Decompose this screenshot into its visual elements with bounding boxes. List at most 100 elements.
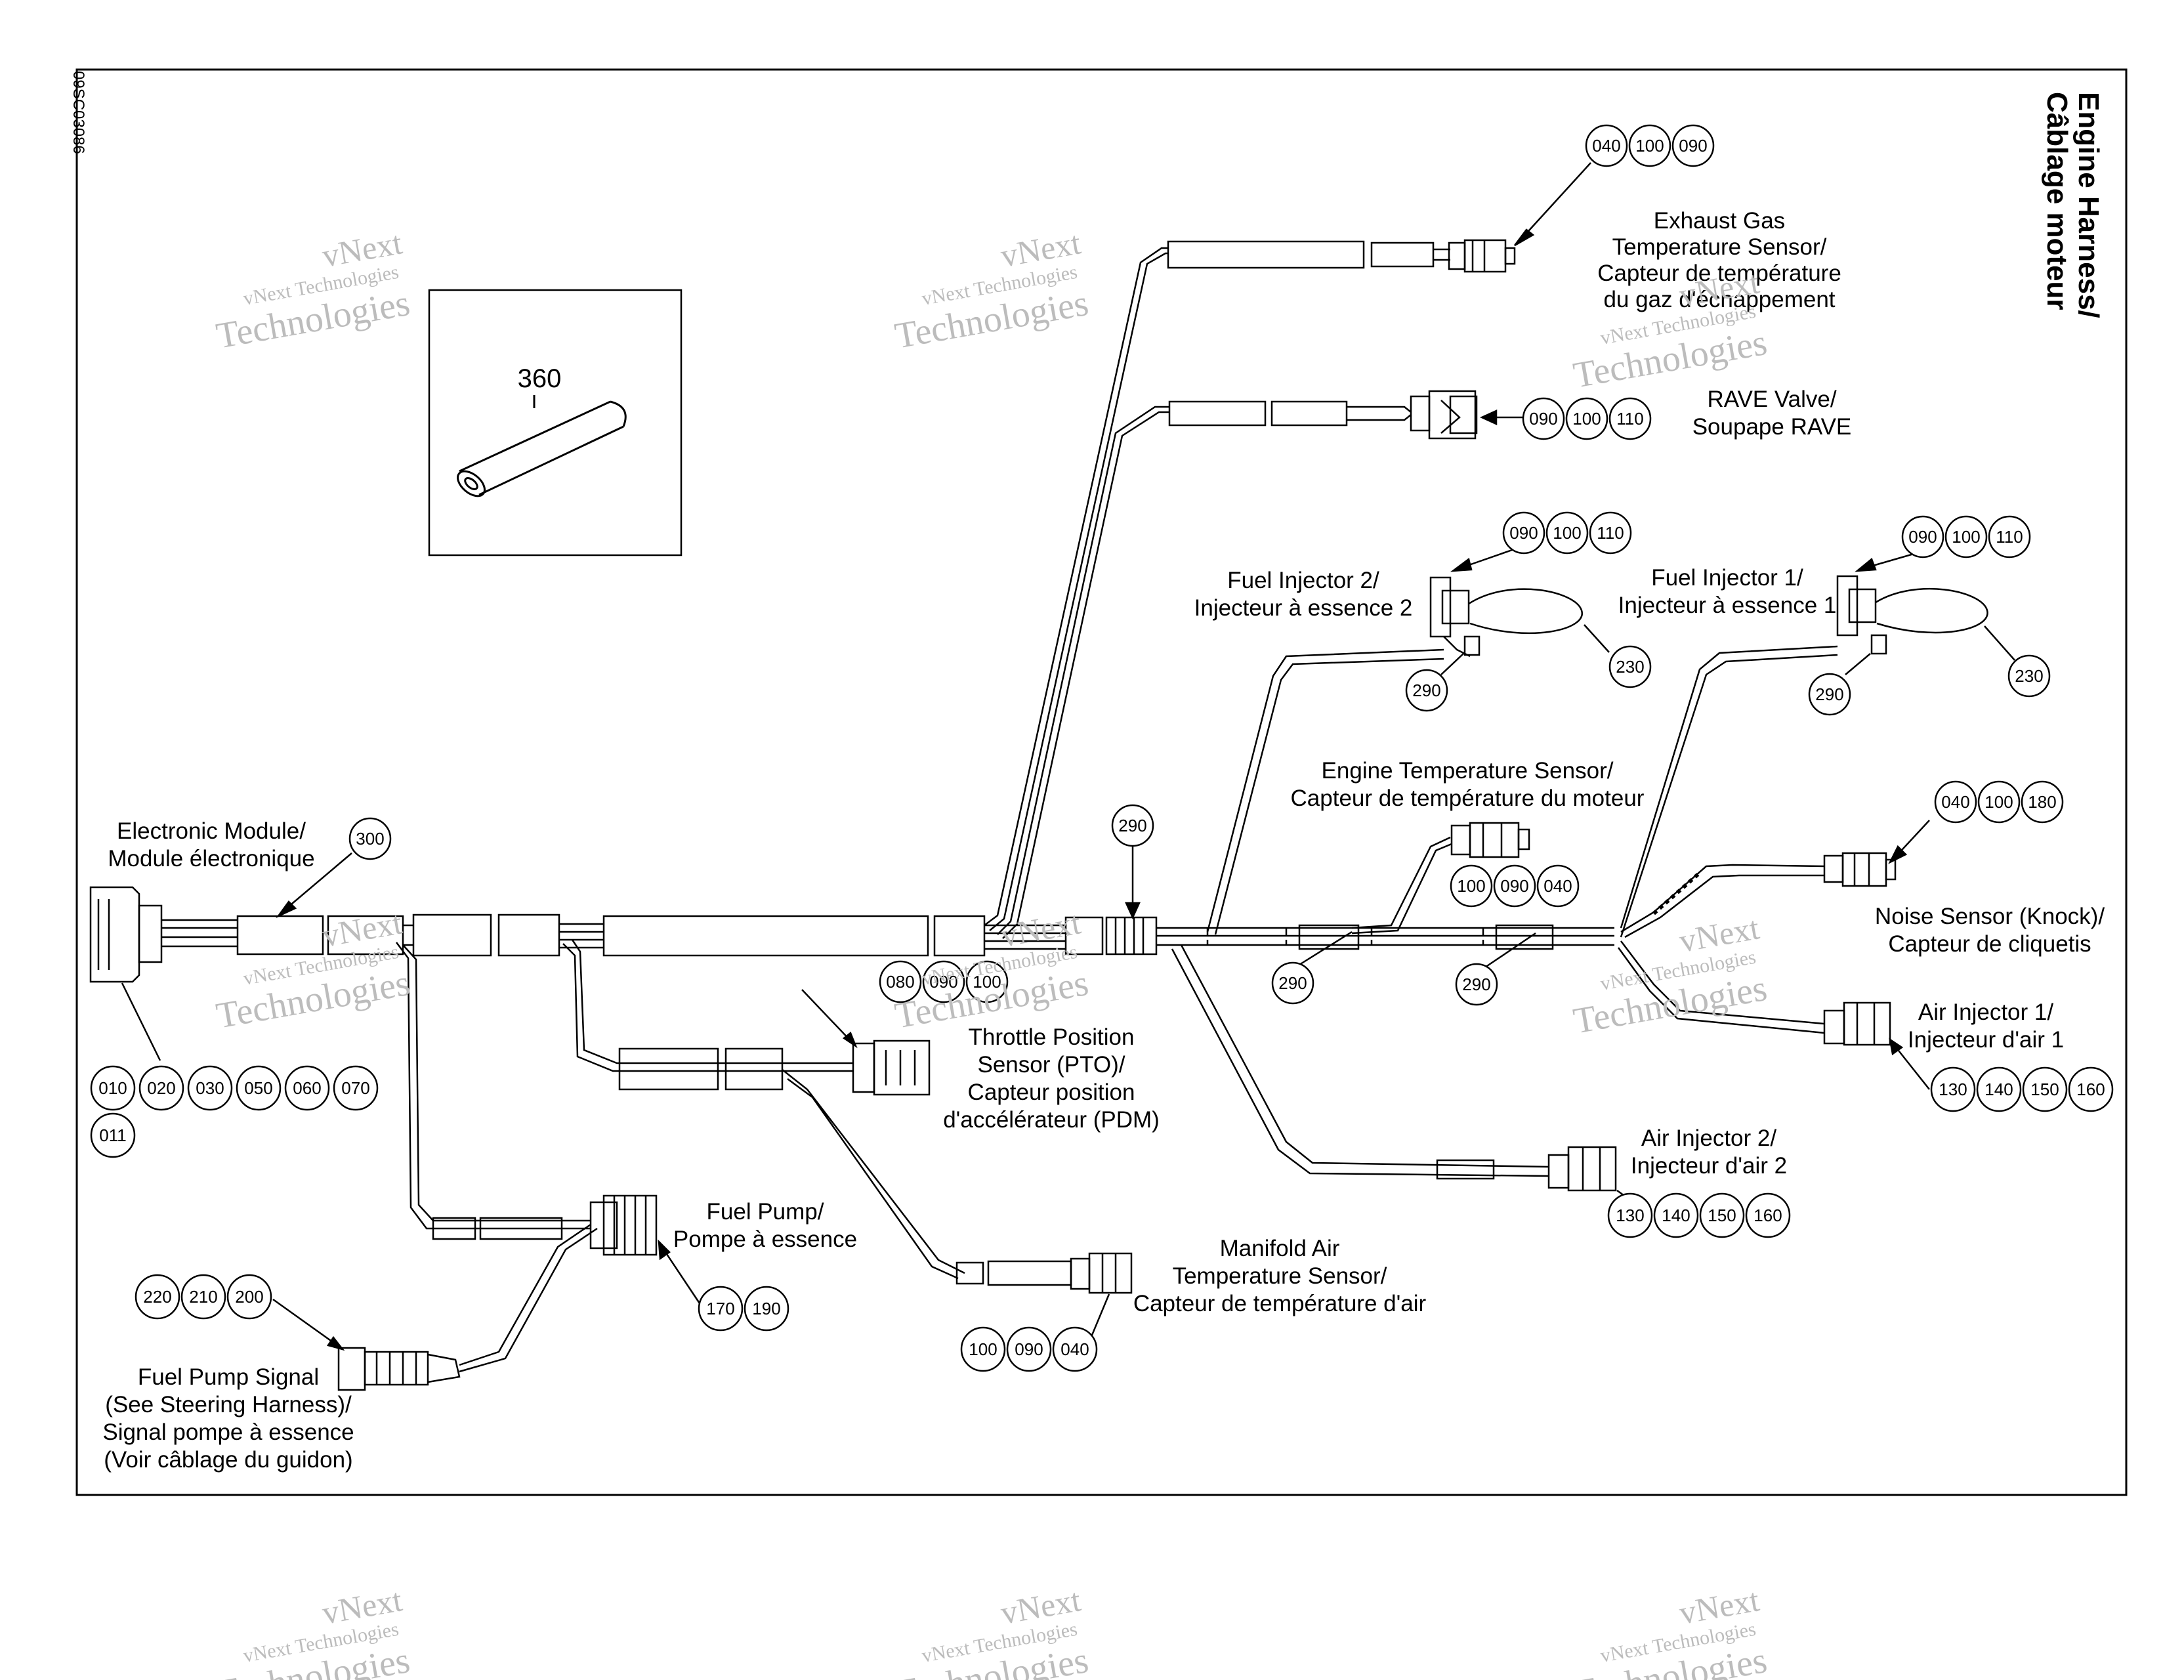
label-fuel-injector-2: Fuel Injector 2/Injecteur à essence 2: [1194, 568, 1413, 621]
callout-bubble: [1976, 1066, 2022, 1112]
sleeve: [724, 1047, 784, 1091]
diagram-title: Engine Harness/ Câblage moteur: [2041, 92, 2105, 318]
callout-hose-inj2: 230: [1608, 645, 1652, 688]
throttle-sensor-connector: [852, 1040, 931, 1096]
label-line: Temperature Sensor/: [1173, 1263, 1387, 1289]
sleeve: [933, 915, 986, 957]
callout-code: 090: [1908, 527, 1937, 547]
callout-code: 290: [1462, 975, 1490, 994]
callout-bubble: [138, 1065, 184, 1111]
label-line: Air Injector 2/: [1641, 1125, 1776, 1151]
manifold-air-connector: [1070, 1252, 1133, 1294]
figure-id: 09SC03086: [70, 71, 87, 154]
callout-bubble: [90, 1112, 136, 1158]
callout-module-clip: 300: [348, 817, 392, 860]
fuel-injector-1-connector: [1836, 575, 1988, 655]
callout-bubble: [180, 1274, 226, 1320]
callout-code: 040: [1941, 792, 1969, 812]
label-electronic-module: Electronic Module/Module électronique: [108, 818, 314, 872]
callout-code: 060: [293, 1078, 321, 1098]
engine-temp-connector: [1450, 822, 1530, 858]
label-noise-sensor: Noise Sensor (Knock)/Capteur de cliqueti…: [1875, 904, 2105, 957]
sleeve: [1167, 240, 1365, 269]
callout-code: 100: [1952, 527, 1980, 547]
callout-bubble: [1545, 511, 1589, 555]
callout-bubble: [333, 1065, 379, 1111]
callout-bubble: [1699, 1192, 1745, 1238]
callout-clip-lower-a: 290: [1271, 961, 1314, 1005]
electronic-module-connector: [89, 886, 163, 983]
callout-code: 150: [2030, 1080, 2059, 1099]
callout-code: 290: [1815, 684, 1843, 704]
callout-code: 290: [1278, 973, 1307, 993]
air-injector-2-connector: [1547, 1146, 1617, 1192]
callout-clip-inj1: 290: [1808, 673, 1851, 716]
callout-bubble: [1450, 864, 1493, 908]
callout-code: 090: [1529, 409, 1557, 429]
label-line: Injecteur d'air 1: [1908, 1027, 2064, 1053]
fuel-injector-2-connector: [1429, 576, 1583, 658]
callout-bubble: [922, 960, 965, 1003]
callout-bubble: [1052, 1326, 1098, 1372]
callout-bubble: [1745, 1192, 1791, 1238]
label-line: Pompe à essence: [673, 1227, 857, 1252]
sleeve: [1270, 400, 1348, 427]
callout-bubble: [965, 960, 1009, 1003]
sleeve: [602, 915, 929, 957]
inset-part-label: 360: [518, 364, 562, 393]
rave-valve-connector: [1410, 390, 1478, 440]
callout-code: 210: [189, 1287, 217, 1307]
label-line: Fuel Injector 1/: [1651, 565, 1803, 591]
label-line: Throttle Position: [969, 1024, 1135, 1050]
sleeve: [497, 914, 560, 957]
label-line: Signal pompe à essence: [102, 1419, 354, 1445]
label-line: Capteur de cliquetis: [1888, 931, 2091, 957]
callout-code: 230: [1616, 657, 1644, 677]
fuel-pump-connector: [589, 1194, 658, 1256]
label-line: Injecteur à essence 1: [1618, 593, 1837, 618]
label-line: Module électronique: [108, 846, 314, 872]
callout-bubble: [1934, 780, 1977, 824]
callout-code: 090: [1679, 136, 1707, 156]
leader-lines: [121, 162, 2015, 1351]
callout-bubble: [2022, 1066, 2068, 1112]
callout-code: 190: [752, 1299, 780, 1318]
sleeve: [327, 915, 404, 956]
callout-code: 080: [886, 972, 914, 992]
callout-code: 150: [1708, 1206, 1736, 1225]
label-line: Noise Sensor (Knock)/: [1875, 904, 2105, 929]
callout-hose-inj1: 230: [2007, 654, 2051, 698]
noise-sensor-connector: [1823, 852, 1897, 887]
callout-bubble: [879, 960, 922, 1003]
callout-bubble: [1671, 124, 1715, 167]
callout-bubble: [1988, 515, 2031, 558]
sleeve: [1370, 242, 1435, 268]
callout-bubble: [1977, 780, 2021, 824]
callout-bubble: [284, 1065, 330, 1111]
callout-code: 300: [356, 829, 384, 849]
label-line: Capteur de température: [1597, 261, 1841, 286]
callout-code: 100: [1635, 136, 1664, 156]
label-line: Manifold Air: [1220, 1236, 1340, 1261]
label-line: Temperature Sensor/: [1612, 234, 1827, 260]
callout-bubble: [1608, 397, 1652, 440]
callout-bubble: [1455, 963, 1498, 1006]
callout-code: 050: [244, 1078, 272, 1098]
callout-bubble: [1405, 669, 1448, 712]
label-line: Capteur de température d'air: [1133, 1291, 1427, 1316]
sleeve: [1168, 400, 1267, 427]
callout-bubble: [698, 1286, 744, 1332]
callout-code: 090: [1500, 876, 1528, 896]
